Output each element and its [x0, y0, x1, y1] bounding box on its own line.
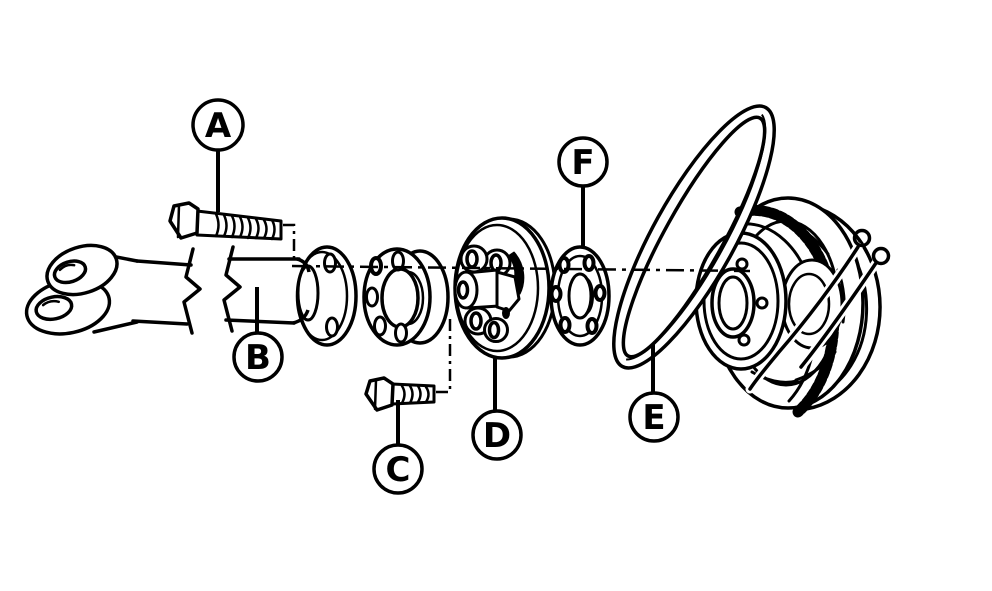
callout-letter: C: [386, 450, 411, 490]
bolt-hole: [755, 296, 769, 310]
bolt-hole: [325, 316, 339, 338]
callout-D: D: [471, 358, 523, 461]
coupling-shadow: [502, 307, 510, 319]
spacer-bore: [380, 267, 420, 329]
bolt-a-threads: [214, 212, 276, 241]
bolt-hole: [593, 284, 607, 302]
callout-circle: [191, 98, 245, 152]
bolt-hole: [549, 285, 563, 303]
bolt-hole: [558, 316, 572, 334]
spacer-ring: [362, 247, 450, 347]
flange-bore: [567, 272, 593, 320]
shaft-tube: [131, 319, 189, 326]
callout-circle: [372, 443, 424, 495]
bolt-c-threads: [400, 384, 430, 405]
bolt-hole: [373, 315, 387, 337]
bolt-hole: [585, 317, 599, 335]
yoke-neck: [94, 254, 137, 332]
belt-rib-line: [626, 113, 767, 361]
flywheel-back-rim: [804, 203, 882, 411]
hub-boss-inner: [787, 272, 831, 336]
drive-belt: [612, 104, 776, 370]
flex-coupling: [453, 216, 557, 360]
bolt-hole: [582, 254, 596, 272]
callout-E: E: [628, 344, 680, 443]
bolt-hole: [487, 320, 501, 340]
bolt-c-leader: [436, 318, 452, 394]
bolt-a-shank: [195, 209, 283, 241]
callout-circle: [557, 136, 609, 188]
callouts: A B C D E F: [191, 98, 680, 495]
wire-eyelet: [871, 246, 891, 266]
callout-letter: E: [642, 398, 665, 438]
bolt-hole: [456, 280, 470, 300]
bolt-axis-line: [291, 264, 751, 273]
belt-band: [612, 104, 776, 370]
bolt-hole: [394, 322, 408, 344]
callout-circle: [471, 409, 523, 461]
callout-letter: B: [245, 338, 271, 378]
bolt-hole: [323, 252, 337, 274]
callout-letter: D: [483, 416, 511, 456]
driveshaft: [24, 243, 301, 336]
callout-letter: F: [571, 143, 594, 183]
flywheel-spoke: [791, 224, 830, 256]
bolt-a: [168, 201, 283, 241]
bolt-c: [364, 376, 436, 412]
center-axis-line: [283, 223, 751, 394]
lock-wire: [745, 228, 891, 394]
bolt-a-leader: [283, 223, 296, 264]
companion-flange: [549, 245, 611, 347]
callout-F: F: [557, 136, 609, 248]
wire-strand: [799, 261, 878, 369]
break-mark: [222, 245, 242, 333]
callout-A: A: [191, 98, 245, 212]
coupling-center-block: [495, 270, 521, 313]
callout-C: C: [372, 400, 424, 495]
yoke-neck-bottom-edge: [92, 320, 139, 334]
shaft-tube: [135, 259, 193, 267]
shaft-tube: [224, 318, 296, 325]
bolt-c-head: [364, 376, 395, 412]
bolt-hole: [391, 250, 405, 272]
wire-strand: [748, 245, 860, 391]
callout-circle: [628, 391, 680, 443]
callout-circle: [232, 331, 284, 383]
bolt-hole: [365, 286, 379, 308]
bolt-a-head: [168, 201, 200, 240]
callout-B: B: [232, 287, 284, 383]
flywheel-spoke: [794, 350, 837, 382]
bolt-hole: [469, 311, 483, 331]
bolt-hole: [735, 257, 749, 271]
yoke-upper-ear: [45, 243, 119, 297]
wire-eyelet: [852, 228, 872, 248]
break-mark: [182, 247, 202, 335]
bolt-hole: [465, 249, 479, 269]
callout-letter: A: [205, 106, 232, 146]
shaft-flange: [292, 245, 358, 347]
pulley-bore-inner: [717, 275, 749, 331]
bolt-hole: [737, 333, 751, 347]
